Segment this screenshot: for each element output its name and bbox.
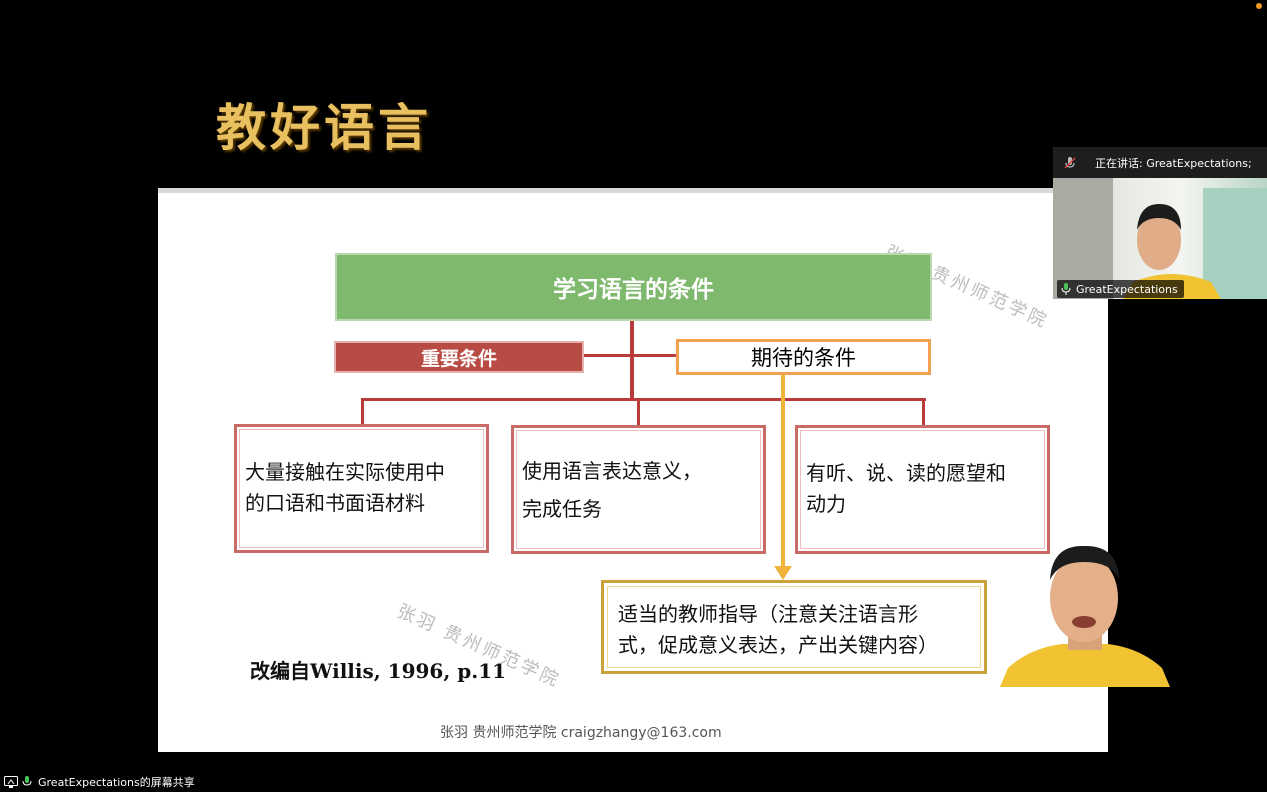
box-teacher-guidance: 适当的教师指导（注意关注语言形 式，促成意义表达，产出关键内容）	[601, 580, 987, 674]
slide-footer-credit: 张羽 贵州师范学院 craigzhangy@163.com	[440, 725, 722, 741]
connector-vertical	[630, 321, 634, 399]
box-motivation: 有听、说、读的愿望和 动力	[795, 425, 1050, 554]
slide-title: 教好语言	[216, 98, 432, 157]
citation: 改编自Willis, 1996, p.11	[250, 659, 507, 683]
box-use-line1: 使用语言表达意义，	[522, 459, 702, 483]
box-motivation-line2: 动力	[806, 492, 846, 516]
arrow-shaft	[781, 375, 785, 570]
arrow-down-icon	[774, 566, 792, 580]
participant-video-tile[interactable]	[1053, 178, 1267, 299]
box-expected-conditions: 期待的条件	[676, 339, 931, 375]
connector-center-drop	[637, 398, 640, 426]
screen-share-status-bar: GreatExpectations的屏幕共享	[0, 772, 1267, 792]
box-exposure: 大量接触在实际使用中 的口语和书面语材料	[234, 424, 489, 553]
microphone-active-icon	[1061, 283, 1071, 295]
box-use-line2: 完成任务	[522, 497, 602, 521]
connector-left-drop	[361, 398, 364, 426]
screen-share-icon[interactable]	[4, 776, 18, 788]
participant-name: GreatExpectations	[1076, 282, 1178, 296]
box-use: 使用语言表达意义， 完成任务	[511, 425, 766, 554]
box-motivation-line1: 有听、说、读的愿望和	[806, 461, 1006, 485]
microphone-status-icon[interactable]	[22, 776, 32, 788]
microphone-muted-icon	[1064, 156, 1076, 168]
box-teacher-guidance-line1: 适当的教师指导（注意关注语言形	[618, 602, 918, 626]
box-exposure-line1: 大量接触在实际使用中	[245, 460, 445, 484]
box-exposure-line2: 的口语和书面语材料	[245, 491, 425, 515]
box-teacher-guidance-line2: 式，促成意义表达，产出关键内容）	[618, 633, 938, 657]
box-important-conditions: 重要条件	[334, 341, 584, 373]
presenter-overlay	[1000, 540, 1170, 687]
speaking-indicator-bar: 正在讲话: GreatExpectations;	[1053, 147, 1267, 178]
connector-horizontal-mid	[584, 354, 676, 357]
participant-name-tag: GreatExpectations	[1057, 280, 1184, 298]
connector-horizontal-bottom	[361, 398, 926, 401]
screen-share-label: GreatExpectations的屏幕共享	[38, 776, 195, 789]
recording-indicator	[1256, 3, 1262, 9]
slide-top-border	[158, 188, 1108, 193]
box-learning-conditions: 学习语言的条件	[335, 253, 932, 321]
presenter-figure-icon	[1000, 545, 1170, 687]
speaking-label: 正在讲话: GreatExpectations;	[1095, 156, 1252, 170]
connector-right-drop	[922, 398, 925, 426]
